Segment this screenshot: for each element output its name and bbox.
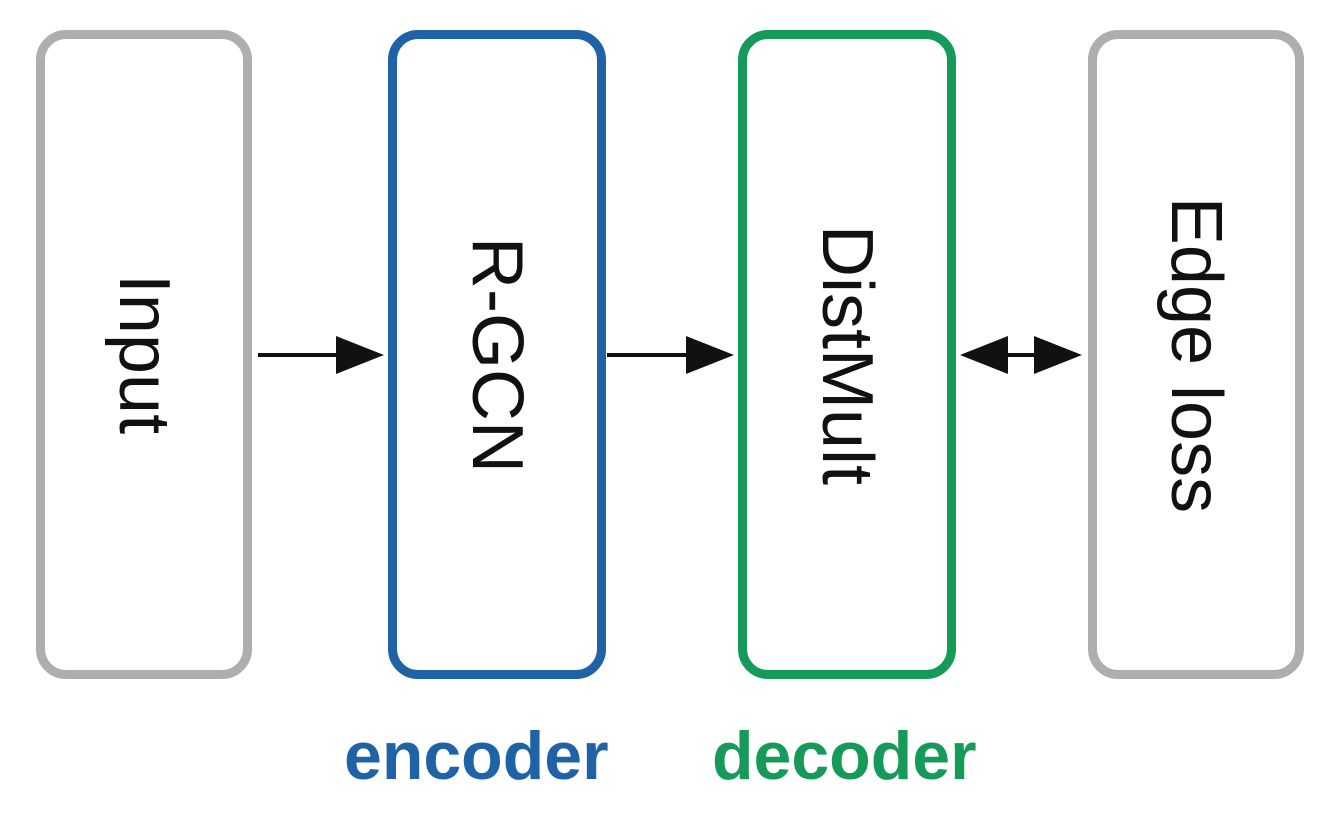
arrow-rgcn-to-distmult xyxy=(607,336,734,374)
encoder-label: encoder xyxy=(344,718,609,794)
edge-loss-box: Edge loss xyxy=(1088,30,1304,679)
input-box: Input xyxy=(36,30,252,679)
distmult-box: DistMult xyxy=(738,30,956,679)
arrow-input-to-rgcn xyxy=(258,336,384,374)
rgcn-box: R-GCN xyxy=(388,30,606,679)
decoder-label: decoder xyxy=(712,718,977,794)
arrow-distmult-edge-loss-bidirectional xyxy=(960,336,1082,374)
